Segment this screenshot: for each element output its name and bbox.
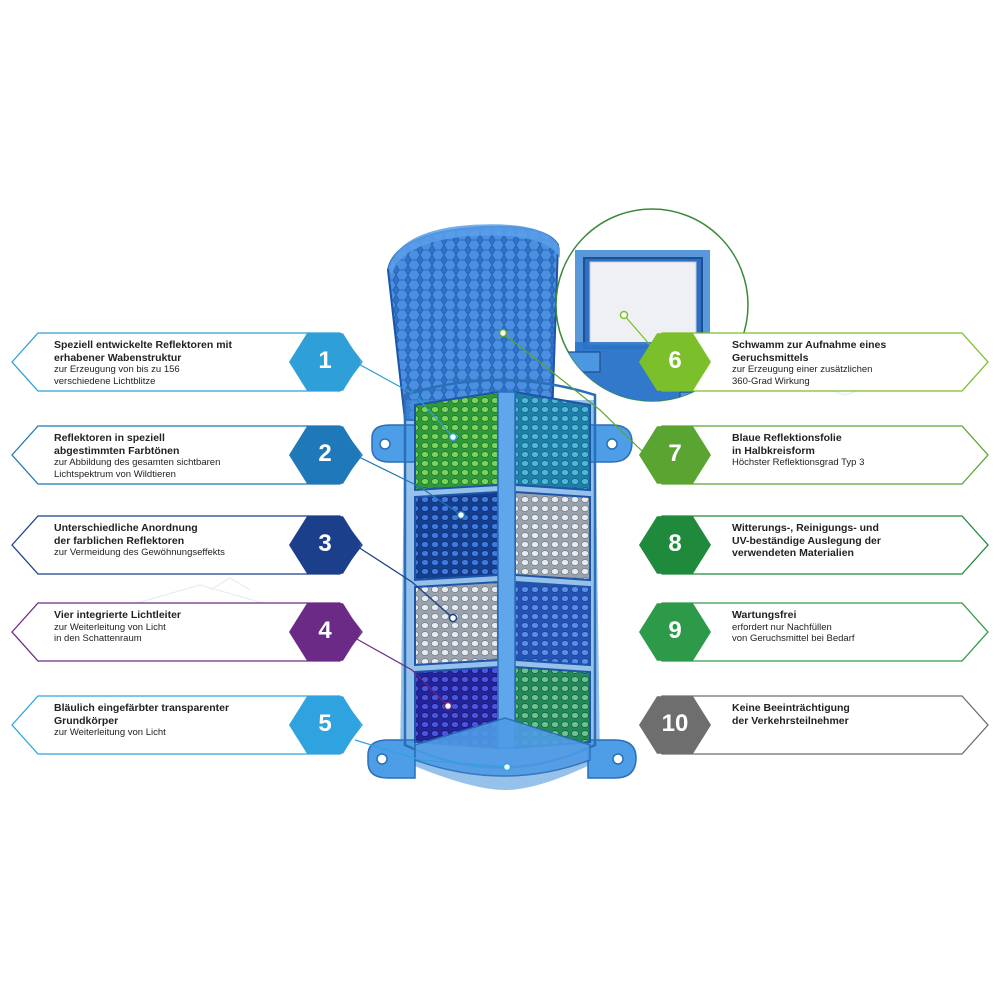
callout-9-number: 9 [668,617,682,644]
callout-1-hexagon [289,333,361,391]
callout-7-number: 7 [668,440,682,467]
callout-1-box [11,332,363,392]
callout-9-hexagon [639,603,711,661]
callout-2-number: 2 [318,440,332,467]
callout-8-title: Witterungs-, Reinigungs- und UV-beständi… [732,522,881,560]
callout-8-hexagon [639,516,711,574]
callout-7-title: Blaue Reflektionsfolie in Halbkreisform [732,432,842,457]
callout-2-text: Reflektoren in speziell abgestimmten Far… [54,432,286,480]
callout-4-hexagon [289,603,361,661]
callout-5 [11,695,363,755]
callout-9-title: Wartungsfrei [732,609,797,621]
callout-1 [11,332,363,392]
callout-6-box [639,332,989,392]
callout-10-hexagon [639,696,711,754]
callout-10-text: Keine Beeinträchtigung der Verkehrsteiln… [732,702,972,727]
callout-5-text: Bläulich eingefärbter transparenter Grun… [54,702,286,739]
callout-6-subtitle: zur Erzeugung einer zusätzlichen 360-Gra… [732,364,873,387]
leader-5 [354,739,508,768]
reflectors-right-column [514,390,591,750]
callout-3-text: Unterschiedliche Anordnung der farbliche… [54,522,286,559]
callout-2-subtitle: zur Abbildung des gesamten sichtbaren Li… [54,457,221,480]
mounting-tab-top-left [371,424,419,463]
callout-10-title: Keine Beeinträchtigung der Verkehrsteiln… [732,702,850,727]
reflector-post [367,224,637,790]
leader-4 [354,637,449,707]
callout-7 [639,425,989,485]
callout-8-text: Witterungs-, Reinigungs- und UV-beständi… [732,522,972,560]
callout-4-box [11,602,363,662]
leader-2 [354,454,462,516]
callout-3-number: 3 [318,530,332,557]
callout-10-box [639,695,989,755]
callout-10 [639,695,989,755]
callout-6-title: Schwamm zur Aufnahme eines Geruchsmittel… [732,339,887,364]
mounting-tab-bottom-right [587,739,637,779]
callout-5-title: Bläulich eingefärbter transparenter Grun… [54,702,230,727]
callout-9 [639,602,989,662]
callout-3 [11,515,363,575]
callout-6-hexagon [639,333,711,391]
leader-1 [354,361,454,438]
callout-4-subtitle: zur Weiterleitung von Licht in den Schat… [54,621,166,644]
callout-2-title: Reflektoren in speziell abgestimmten Far… [54,432,180,457]
leader-6 [623,314,651,346]
callout-8-box [639,515,989,575]
leader-3 [354,544,454,619]
callout-2-hexagon [289,426,361,484]
callout-4 [11,602,363,662]
callout-7-box [639,425,989,485]
mounting-tab-bottom-left [367,739,416,779]
leader-7 [502,332,644,453]
callout-1-text: Speziell entwickelte Reflektoren mit erh… [54,339,286,387]
callout-4-number: 4 [318,617,332,644]
callout-3-title: Unterschiedliche Anordnung der farbliche… [54,522,198,547]
callout-6 [639,332,989,392]
callout-6-text: Schwamm zur Aufnahme eines Geruchsmittel… [732,339,972,387]
callout-5-hexagon [289,696,361,754]
callout-10-number: 10 [661,710,689,737]
callout-4-title: Vier integrierte Lichtleiter [54,609,182,621]
callout-3-box [11,515,363,575]
callout-8 [639,515,989,575]
callout-3-hexagon [289,516,361,574]
leader-lines [354,314,651,768]
callout-2 [11,425,363,485]
callout-8-number: 8 [668,530,682,557]
callout-5-number: 5 [318,710,332,737]
callout-5-box [11,695,363,755]
callout-5-subtitle: zur Weiterleitung von Licht [54,727,166,739]
reflectors-left-column [414,390,499,750]
callout-3-subtitle: zur Vermeidung des Gewöhnungseffekts [54,547,225,559]
leader-dots [443,310,629,772]
callout-1-number: 1 [318,347,332,374]
callout-1-title: Speziell entwickelte Reflektoren mit erh… [54,339,232,364]
callout-7-subtitle: Höchster Reflektionsgrad Typ 3 [732,457,865,469]
callout-7-hexagon [639,426,711,484]
mounting-tab-top-right [584,424,633,463]
callout-1-subtitle: zur Erzeugung von bis zu 156 verschieden… [54,364,180,387]
callout-9-box [639,602,989,662]
callout-9-subtitle: erfordert nur Nachfüllen von Geruchsmitt… [732,621,855,644]
callout-2-box [11,425,363,485]
callout-6-number: 6 [668,347,682,374]
